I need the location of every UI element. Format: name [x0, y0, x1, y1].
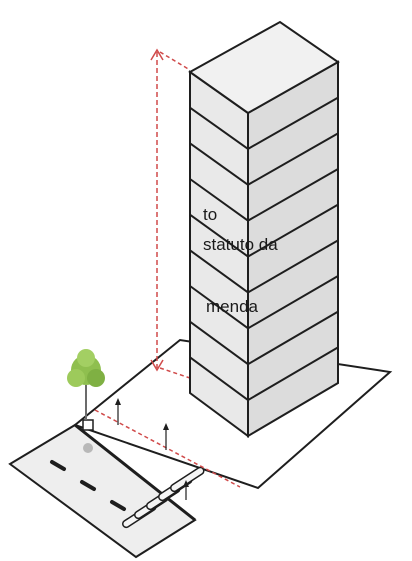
floor-line [189, 132, 339, 186]
floor-line [189, 275, 339, 330]
caption-line-3: menda [206, 297, 258, 316]
floor-line [189, 203, 339, 258]
caption-line-1: to [203, 205, 218, 224]
street-sign [82, 419, 94, 431]
lane-dash [80, 480, 96, 491]
lane-dash [50, 460, 66, 471]
floor-line [189, 346, 339, 402]
lane-markings [50, 460, 126, 511]
building-roof [188, 20, 340, 115]
curb-line [74, 423, 196, 522]
floor-line [189, 96, 339, 151]
tree [67, 349, 105, 453]
caption-line-2: statuto da [203, 235, 278, 254]
setback-dimension [94, 398, 241, 500]
floor-line [189, 310, 339, 366]
floor-line [189, 239, 339, 294]
crosswalk [122, 466, 205, 529]
floor-line [189, 168, 339, 222]
crosswalk-stripe [170, 466, 205, 493]
building [188, 20, 340, 438]
height-dimension [150, 48, 191, 379]
lane-dash [110, 500, 126, 511]
floor-lines [189, 96, 339, 402]
